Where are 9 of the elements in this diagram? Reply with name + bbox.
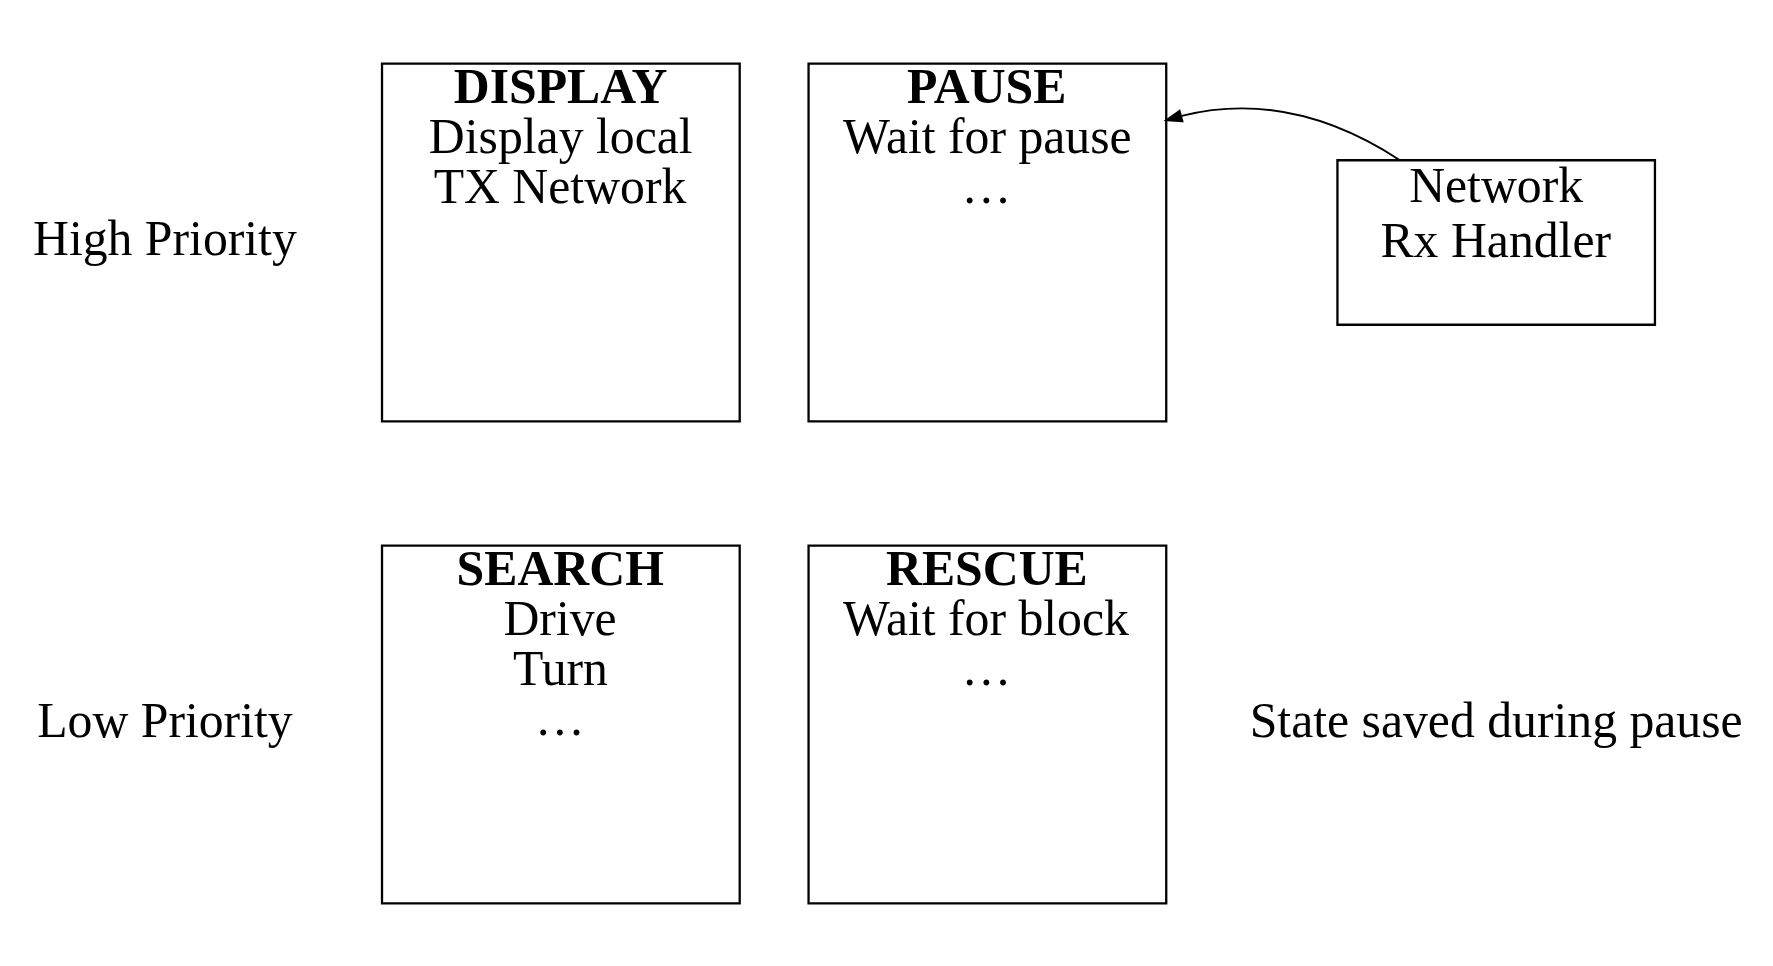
node-box: RESCUE Wait for block …	[807, 544, 1168, 904]
label: State saved during pause	[1249, 692, 1743, 748]
node-box: Network Rx Handler	[1336, 158, 1657, 326]
label: Low Priority	[37, 692, 293, 748]
arrow	[1163, 106, 1401, 161]
node-box: PAUSE Wait for pause …	[807, 62, 1168, 422]
node-box: DISPLAY Display local TX Network	[380, 62, 741, 422]
node-box: SEARCH Drive Turn …	[380, 544, 741, 904]
label: High Priority	[33, 210, 297, 266]
